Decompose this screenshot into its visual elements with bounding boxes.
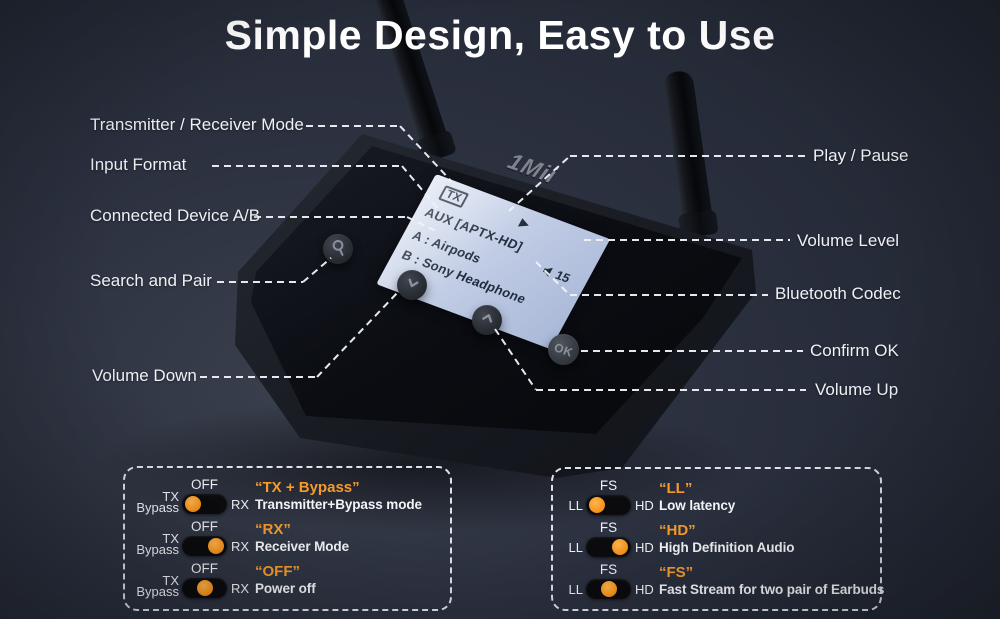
dashed-connector-line [536,389,806,391]
chevron-down-icon [401,272,423,297]
switch-left-label: LL [568,582,583,597]
callout-label: Volume Up [815,380,899,399]
dashed-connector-line [200,376,317,378]
slide-switch [182,578,227,598]
callout-label: Input Format [90,155,187,174]
switch-right-label: RX [231,581,250,596]
codec-switch-row: FS LL HD “HD” High Definition Audio [561,520,876,563]
screen-device-a: A : Airpods [409,227,484,267]
switch-mode-desc: High Definition Audio [659,540,795,555]
switch-top-label: OFF [191,561,218,576]
switch-mode-title: “HD” [659,522,696,539]
switch-knob [612,539,628,555]
slide-switch [182,536,227,556]
dashed-connector-line [254,216,407,218]
switch-top-label: FS [599,520,618,535]
switch-mode-desc: Transmitter+Bypass mode [255,497,422,512]
switch-mode-desc: Fast Stream for two pair of Earbuds [659,582,885,597]
callout-label: Play / Pause [813,146,909,165]
switch-left-label: LL [568,498,583,513]
slide-switch [586,579,631,599]
switch-mode-title: “LL” [659,480,693,497]
callout-label: Volume Down [92,366,197,385]
switch-mode-title: “RX” [255,521,291,538]
dashed-connector-line [581,350,803,352]
switch-mode-desc: Power off [255,581,316,596]
switch-right-label: RX [231,539,250,554]
ok-button-label: OK [552,339,575,360]
callout-label: Bluetooth Codec [775,284,901,303]
dashed-connector-line [217,281,303,283]
switch-top-label: OFF [191,477,218,492]
switch-mode-title: “OFF” [255,563,300,580]
screen-mode-badge: TX [438,185,469,208]
callout-label: Volume Level [797,231,900,250]
slide-switch [586,537,631,557]
callout-label: Confirm OK [810,341,899,360]
screen-input-line: AUX [APTX-HD] [422,204,526,254]
switch-mode-title: “FS” [659,564,694,581]
switch-top-label: OFF [191,519,218,534]
slide-switch [586,495,631,515]
switch-right-label: HD [635,498,654,513]
play-icon: ▶ [517,215,533,232]
switch-top-label: FS [599,562,618,577]
codec-switch-legend: FS LL HD “LL” Low latency FS LL HD “HD” … [551,467,884,611]
search-pair-button [323,234,353,264]
slide-switch [182,494,227,514]
switch-knob [196,580,213,596]
switch-right-label: HD [635,540,654,555]
dashed-connector-line [212,165,402,167]
dashed-connector-line [570,294,768,296]
codec-switch-row: FS LL HD “FS” Fast Stream for two pair o… [561,562,884,605]
callout-label: Search and Pair [90,271,212,290]
switch-knob [600,581,617,597]
dashed-connector-line [306,125,400,127]
codec-switch-row: FS LL HD “LL” Low latency [561,478,876,521]
switch-top-label: FS [599,478,618,493]
chevron-up-icon [476,307,498,332]
switch-mode-desc: Low latency [659,498,736,513]
callout-label: Connected Device A/B [90,206,261,225]
magnifier-icon [327,236,349,261]
dashed-connector-line [584,239,790,241]
switch-mode-desc: Receiver Mode [255,539,349,554]
switch-mode-title: “TX + Bypass” [255,479,360,496]
switch-right-label: RX [231,497,250,512]
switch-left-label: LL [568,540,583,555]
volume-down-button [397,270,427,300]
dashed-connector-line [570,155,806,157]
antenna-right [662,69,715,239]
switch-knob [185,496,201,512]
ok-button: OK [548,334,579,365]
switch-right-label: HD [635,582,654,597]
callout-label: Transmitter / Receiver Mode [90,115,304,134]
switch-knob [589,497,605,513]
switch-knob [208,538,224,554]
page-title: Simple Design, Easy to Use [224,12,776,58]
